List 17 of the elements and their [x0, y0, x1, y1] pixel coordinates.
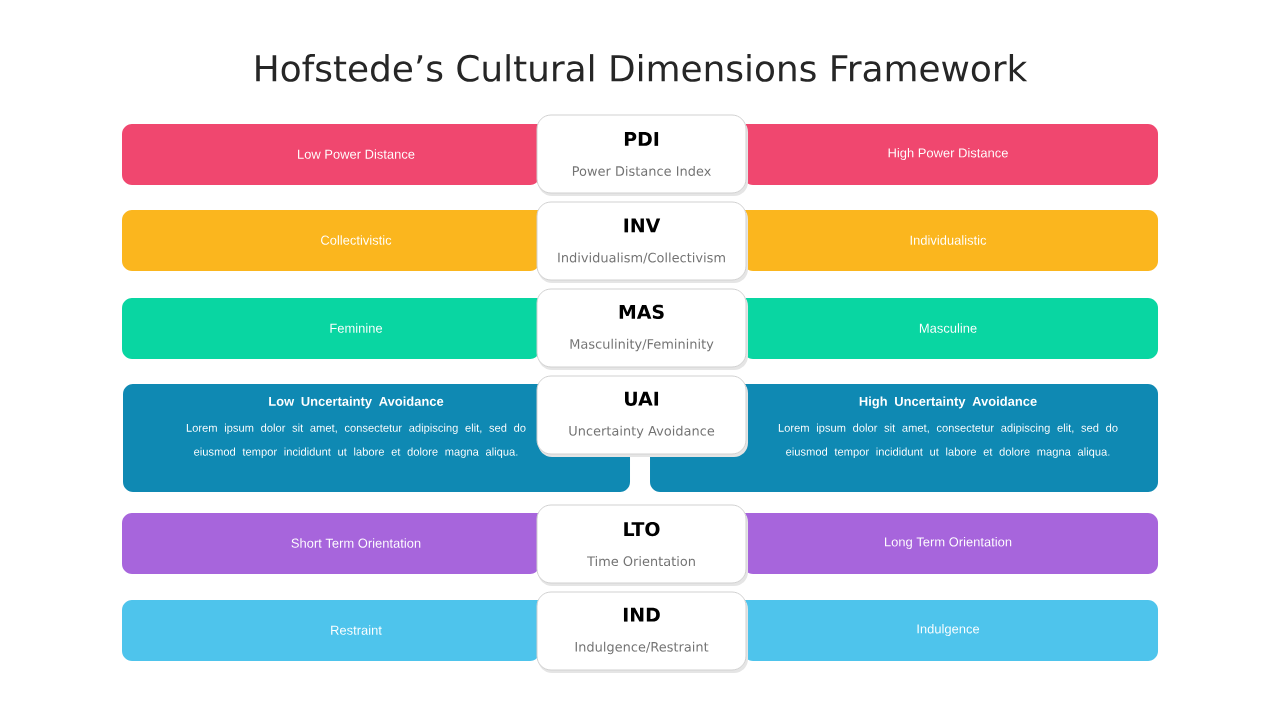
- label-bar: Short Term Orientation: [122, 513, 540, 574]
- dimension-card: PDI Power Distance Index: [536, 114, 748, 196]
- dimension-card: IND Indulgence/Restraint: [536, 591, 748, 673]
- label-bar: Low Power Distance: [122, 124, 540, 185]
- label-bar: Restraint: [122, 600, 540, 661]
- title: Hofstede’s Cultural Dimensions Framework: [256, 54, 1028, 82]
- dimension-card: UAI Uncertainty Avoidance: [536, 375, 748, 457]
- label-bar: High Power Distance: [743, 124, 1158, 185]
- dimension-card: MAS Masculinity/Femininity: [536, 288, 748, 370]
- label-bar: Feminine: [122, 298, 540, 359]
- dimension-card: LTO Time Orientation: [536, 504, 748, 586]
- label-bar: Indulgence: [743, 600, 1158, 661]
- label-bar: Collectivistic: [122, 210, 540, 271]
- dimension-card: INV Individualism/Collectivism: [536, 201, 748, 283]
- label-bar: Masculine: [743, 298, 1158, 359]
- label-bar: Individualistic: [743, 210, 1158, 271]
- label-bar: Long Term Orientation: [743, 513, 1158, 574]
